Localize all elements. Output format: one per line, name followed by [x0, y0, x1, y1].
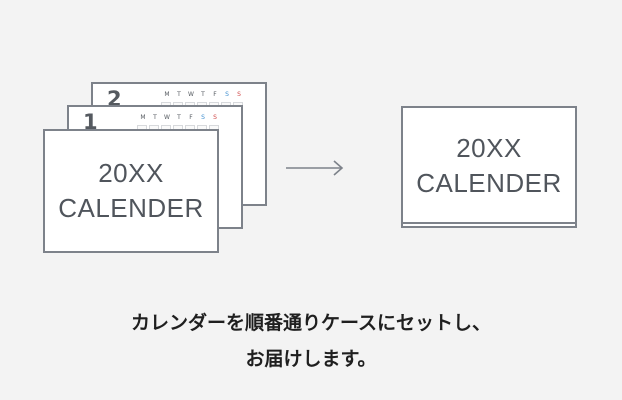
caption-line-2: お届けします。	[245, 348, 377, 370]
weekday-label: T	[201, 91, 205, 98]
weekday-label: W	[188, 91, 194, 98]
packaged-title: 20XX CALENDER	[416, 131, 562, 201]
weekday-label-sunday: S	[237, 91, 241, 98]
cover-title: 20XX CALENDER	[58, 156, 204, 226]
weekday-label-saturday: S	[201, 114, 205, 121]
calendar-cover: 20XX CALENDER	[43, 129, 219, 253]
case-bottom-lip	[401, 222, 577, 228]
weekday-label: F	[189, 114, 193, 121]
weekday-label: W	[164, 114, 170, 121]
weekday-label: F	[213, 91, 217, 98]
page-number: 1	[83, 110, 98, 134]
weekday-label-saturday: S	[225, 91, 229, 98]
cover-year: 20XX	[98, 158, 164, 188]
packaged-label: CALENDER	[416, 168, 562, 198]
right-arrow-icon	[286, 160, 344, 176]
weekday-header: M T W T F S S	[137, 114, 221, 121]
cover-label: CALENDER	[58, 193, 204, 223]
caption-line-1: カレンダーを順番通りケースにセットし、	[130, 312, 492, 334]
weekday-label: T	[177, 91, 181, 98]
weekday-label-sunday: S	[213, 114, 217, 121]
packaged-year: 20XX	[456, 133, 522, 163]
weekday-label: T	[177, 114, 181, 121]
packaged-calendar-case: 20XX CALENDER	[401, 106, 577, 226]
weekday-header: M T W T F S S	[161, 91, 245, 98]
weekday-label: M	[140, 114, 146, 121]
weekday-label: M	[164, 91, 170, 98]
weekday-label: T	[153, 114, 157, 121]
